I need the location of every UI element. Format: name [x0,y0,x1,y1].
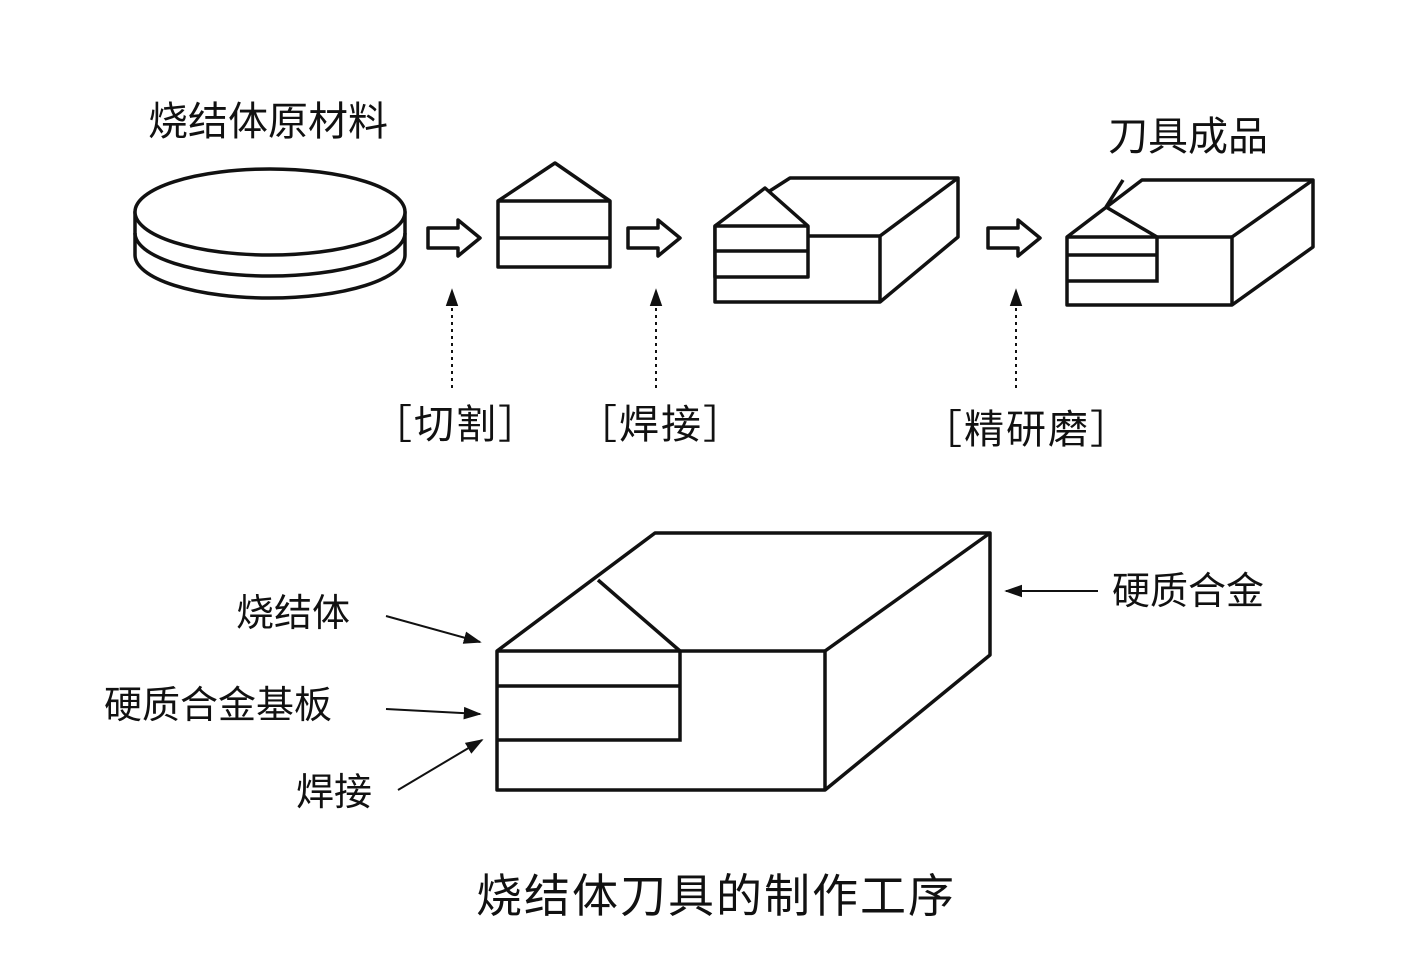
cutting-step-label: ［切割］ [372,402,540,448]
carbide-label: 硬质合金 [1112,569,1265,613]
raw-material-label: 烧结体原材料 [148,99,388,145]
finished-tool-label: 刀具成品 [1108,114,1268,160]
finished-tool [1065,178,1315,307]
weld-pointer [397,739,484,791]
flow-arrow-2 [626,218,682,258]
sintered-body-label: 烧结体 [236,591,351,635]
weld-label: 焊接 [296,770,373,814]
cut-piece [496,161,612,269]
flow-arrow-3 [986,218,1042,258]
grinding-step-label: ［精研磨］ [922,407,1132,453]
sintered-body-pointer [385,615,482,644]
carbide-substrate-label: 硬质合金基板 [104,683,333,727]
detail-tool [495,531,992,792]
flow-arrow-1 [426,218,482,258]
welded-assembly [713,176,960,304]
figure-caption: 烧结体刀具的制作工序 [476,869,956,923]
raw-material-disc [133,167,407,300]
welding-step-label: ［焊接］ [577,402,745,448]
substrate-pointer [385,706,482,720]
